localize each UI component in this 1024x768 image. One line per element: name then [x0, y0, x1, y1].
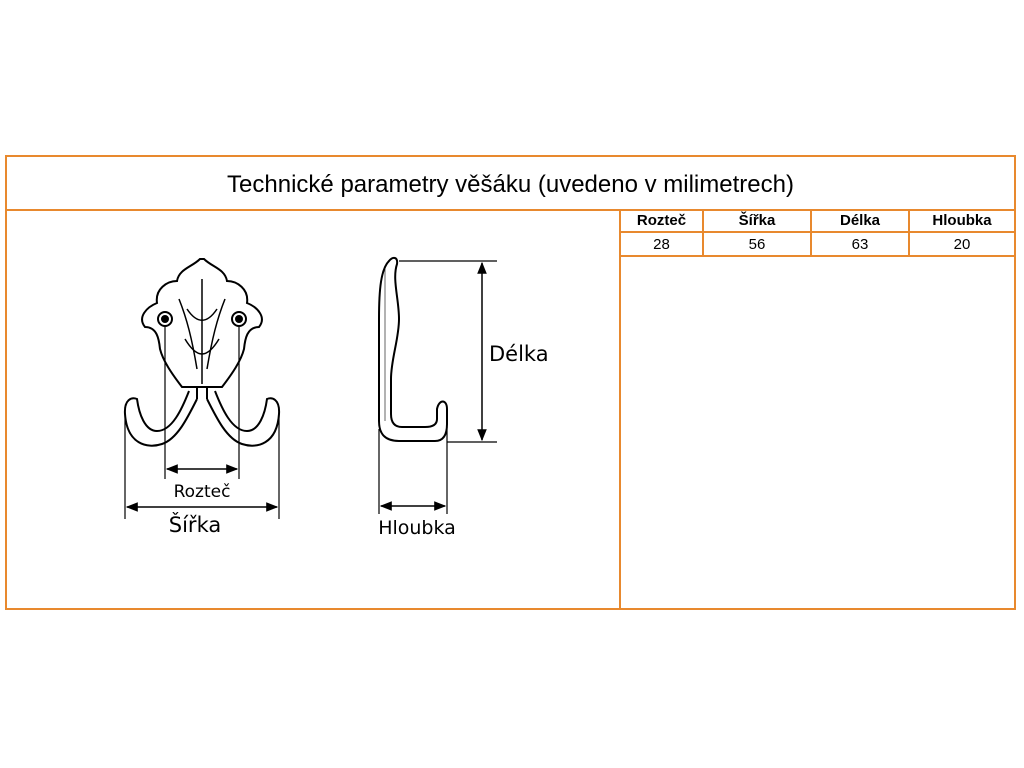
label-roztec: Rozteč: [174, 482, 231, 502]
hook-drawing-svg: Rozteč Šířka Délka Hloubka: [123, 256, 549, 539]
table-row: 28 56 63 20: [621, 232, 1014, 257]
label-sirka: Šířka: [169, 512, 221, 537]
label-delka: Délka: [489, 342, 549, 366]
header-sirka: Šířka: [703, 209, 812, 233]
label-hloubka: Hloubka: [378, 517, 456, 539]
table-header-row: Rozteč Šířka Délka Hloubka: [621, 209, 1014, 233]
delka-dimension: [399, 260, 497, 443]
parameters-table: Rozteč Šířka Délka Hloubka 28 56 63 20: [621, 209, 1014, 257]
roztec-dimension: [164, 327, 240, 479]
value-sirka: 56: [703, 232, 812, 257]
value-hloubka: 20: [909, 232, 1014, 257]
title-row: Technické parametry věšáku (uvedeno v mi…: [7, 157, 1014, 211]
hook-front-view: [123, 258, 281, 447]
header-roztec: Rozteč: [621, 209, 704, 233]
value-roztec: 28: [621, 232, 704, 257]
hloubka-dimension: [378, 429, 448, 514]
page-title: Technické parametry věšáku (uvedeno v mi…: [227, 170, 794, 198]
parameters-frame: Technické parametry věšáku (uvedeno v mi…: [5, 155, 1016, 610]
parameters-panel: Rozteč Šířka Délka Hloubka 28 56 63 20: [619, 209, 1014, 608]
sirka-dimension: [124, 414, 280, 519]
hook-technical-drawing: Rozteč Šířka Délka Hloubka: [7, 209, 619, 610]
header-hloubka: Hloubka: [909, 209, 1014, 233]
value-delka: 63: [811, 232, 910, 257]
hook-side-view: [378, 256, 448, 442]
header-delka: Délka: [811, 209, 910, 233]
